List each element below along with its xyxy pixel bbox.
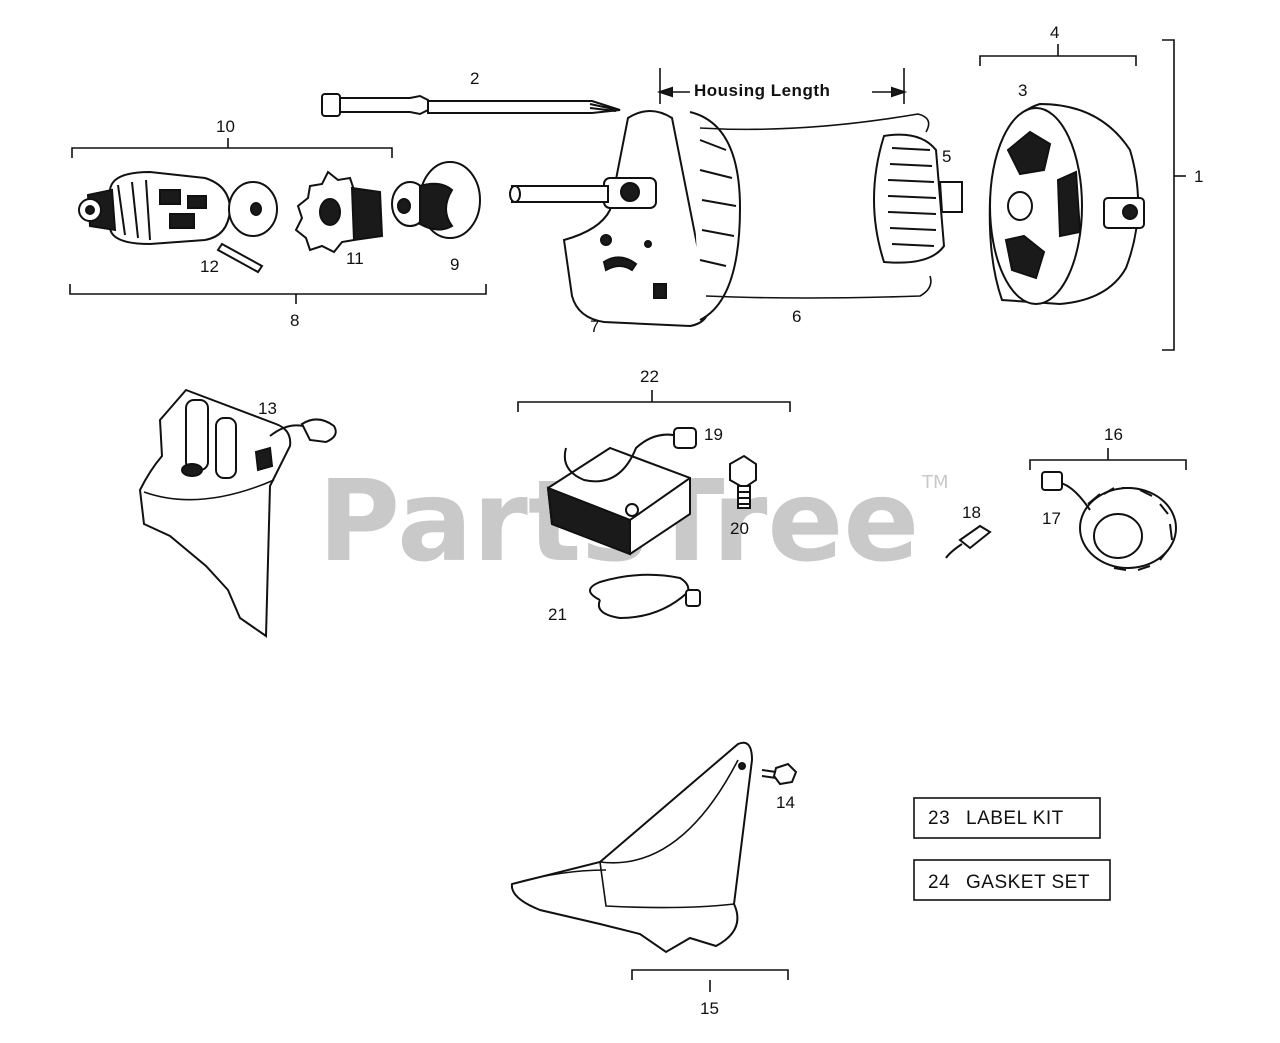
housing-outline-part-6[interactable] — [699, 113, 932, 299]
bracket-16 — [1029, 459, 1187, 470]
bracket-8 — [69, 284, 487, 295]
key-part-12[interactable] — [216, 242, 264, 274]
callout-5[interactable]: 5 — [942, 147, 951, 166]
kit-23-label: LABEL KIT — [966, 808, 1064, 829]
bracket-22 — [517, 401, 791, 412]
callout-13[interactable]: 13 — [258, 399, 277, 418]
callout-21[interactable]: 21 — [548, 605, 567, 624]
callout-17[interactable]: 17 — [1042, 509, 1061, 528]
callout-6[interactable]: 6 — [792, 307, 801, 326]
ground-wire-part-21[interactable] — [589, 573, 701, 620]
callout-16[interactable]: 16 — [1104, 425, 1123, 444]
housing-dim-arrows — [656, 86, 908, 98]
through-bolt-part-2[interactable] — [321, 93, 621, 117]
housing-length-label: Housing Length — [694, 81, 830, 100]
commutator-part-5[interactable] — [873, 133, 963, 264]
bracket-15 — [631, 969, 789, 980]
callout-22[interactable]: 22 — [640, 367, 659, 386]
callout-14[interactable]: 14 — [776, 793, 795, 812]
engine-block-part-13[interactable] — [138, 388, 337, 638]
bracket-4 — [979, 55, 1137, 66]
spring-part-9[interactable] — [391, 161, 481, 239]
callout-7[interactable]: 7 — [590, 317, 599, 336]
connector-part-18[interactable] — [945, 524, 992, 559]
callout-2[interactable]: 2 — [470, 69, 479, 88]
kit-24-number: 24 — [928, 872, 950, 893]
watermark-trademark: TM — [921, 472, 949, 493]
kit-24-label: GASKET SET — [966, 872, 1090, 893]
kit-box-24[interactable]: 24 GASKET SET — [913, 859, 1111, 901]
stator-part-17[interactable] — [1041, 471, 1177, 571]
screw-part-20[interactable] — [729, 454, 757, 509]
commutator-end-housing-part-3[interactable] — [988, 102, 1145, 306]
callout-1[interactable]: 1 — [1194, 167, 1203, 186]
kit-box-23[interactable]: 23 LABEL KIT — [913, 797, 1101, 839]
shroud-part-15[interactable] — [510, 741, 754, 954]
callout-8[interactable]: 8 — [290, 311, 299, 330]
rectifier-part-19[interactable] — [546, 427, 697, 556]
callout-4[interactable]: 4 — [1050, 23, 1059, 42]
bracket-1 — [1162, 39, 1175, 351]
callout-9[interactable]: 9 — [450, 255, 459, 274]
callout-10[interactable]: 10 — [216, 117, 235, 136]
kit-23-number: 23 — [928, 808, 950, 829]
bolt-part-14[interactable] — [761, 762, 798, 786]
callout-18[interactable]: 18 — [962, 503, 981, 522]
callout-19[interactable]: 19 — [704, 425, 723, 444]
callout-11[interactable]: 11 — [346, 249, 364, 268]
bracket-10 — [71, 147, 393, 158]
callout-15[interactable]: 15 — [700, 999, 719, 1018]
washer-part[interactable] — [228, 181, 278, 237]
pinion-gear-part-11[interactable] — [294, 170, 384, 254]
callout-3[interactable]: 3 — [1018, 81, 1027, 100]
drive-end-cap-part-7[interactable] — [509, 110, 742, 328]
callout-20[interactable]: 20 — [730, 519, 749, 538]
drive-assembly-part[interactable] — [78, 170, 232, 246]
callout-12[interactable]: 12 — [200, 257, 219, 276]
